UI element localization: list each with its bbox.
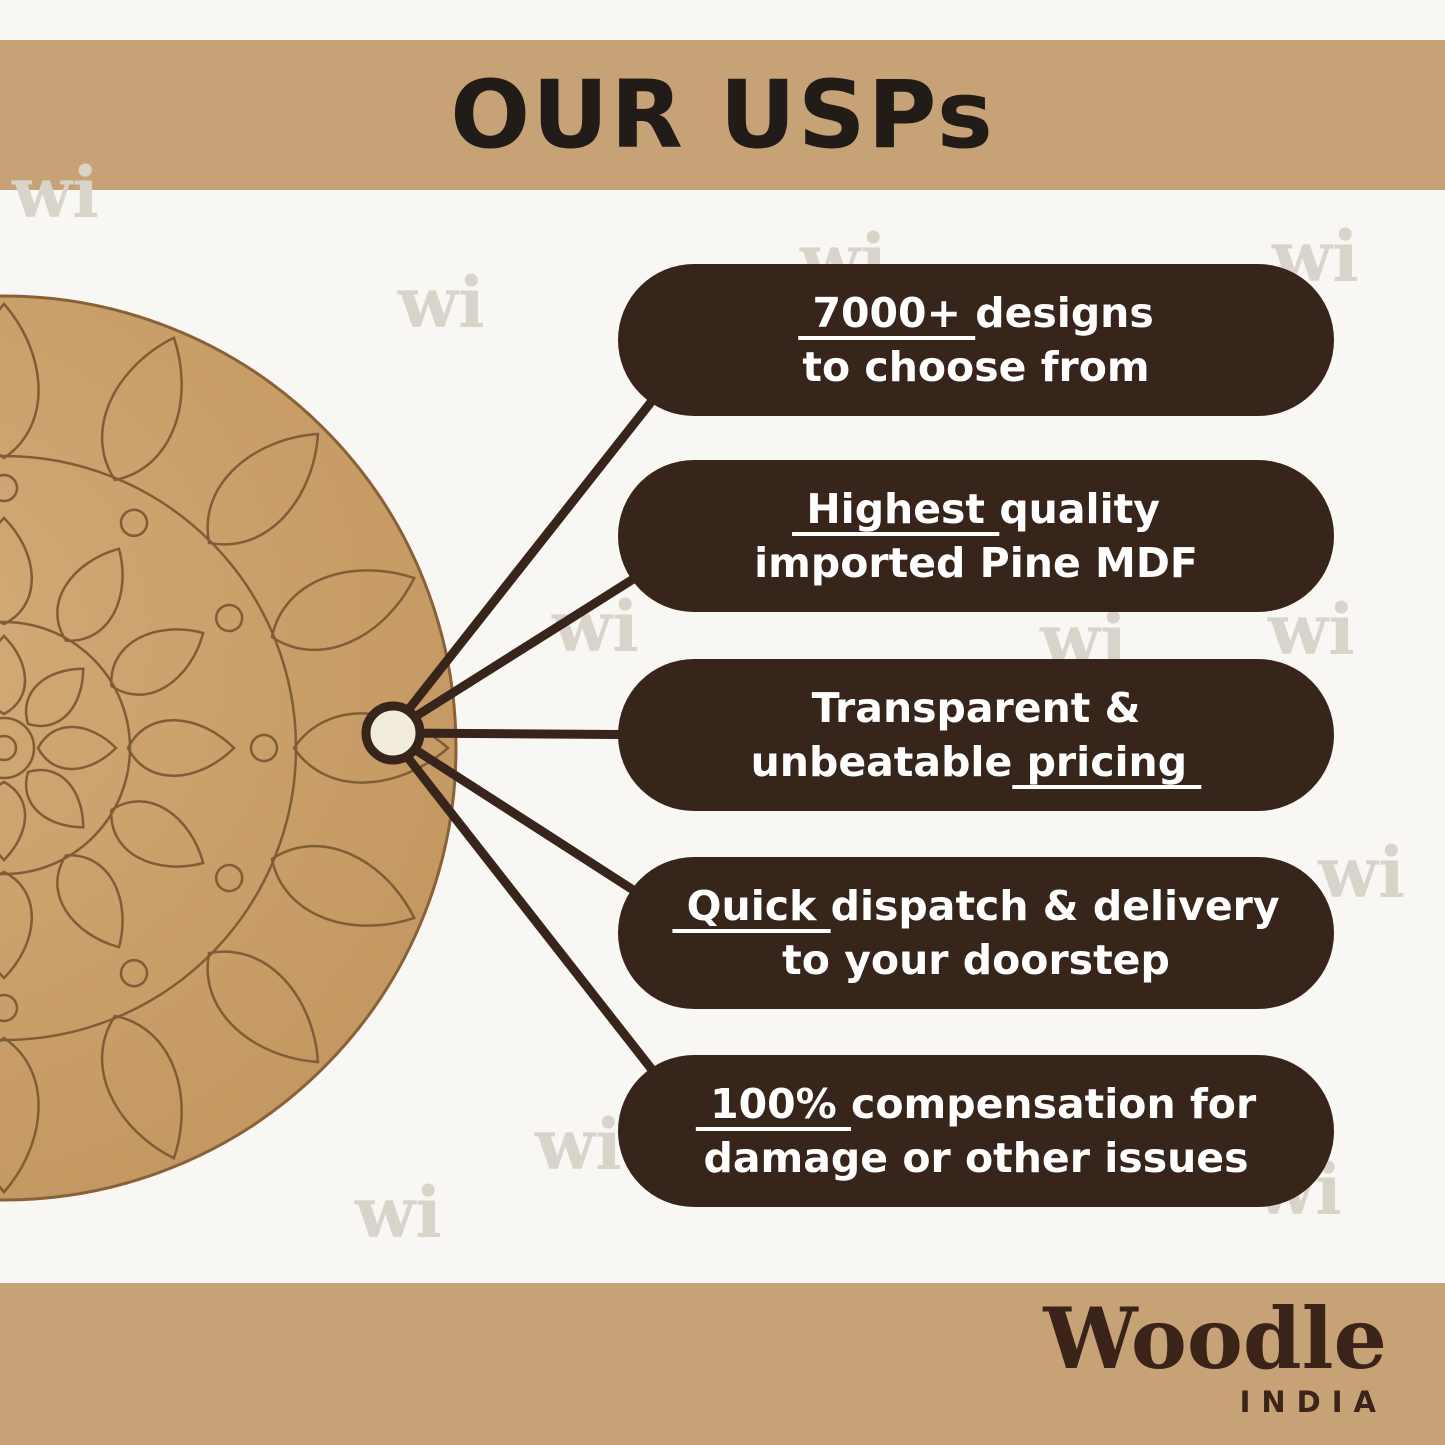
mandala-mdf-board	[0, 294, 458, 1202]
brand-logo: Woodle INDIA	[1043, 1289, 1387, 1420]
usp-line: imported Pine MDF	[754, 536, 1198, 590]
usp-line: Transparent &	[812, 681, 1141, 735]
usp-line: unbeatable pricing	[751, 735, 1202, 789]
usp-line: Quick dispatch & delivery	[672, 879, 1280, 933]
brand-country: INDIA	[1239, 1385, 1387, 1419]
header-banner: OUR USPs	[0, 40, 1445, 190]
usp-line: 7000+ designs	[798, 286, 1154, 340]
usp-text: designs	[975, 288, 1154, 337]
usp-line: to your doorstep	[782, 933, 1170, 987]
usp-text: to your doorstep	[782, 936, 1170, 984]
usp-line: 100% compensation for	[696, 1077, 1256, 1131]
usp-text: quality	[999, 484, 1160, 533]
usp-text: Transparent &	[811, 683, 1141, 732]
usp-pill-delivery: Quick dispatch & delivery to your doorst…	[618, 857, 1334, 1009]
watermark: wi	[12, 151, 99, 234]
usp-text-underlined: 100%	[695, 1079, 852, 1128]
watermark: wi	[355, 1171, 442, 1254]
usp-line: to choose from	[802, 340, 1149, 394]
usp-text-underlined: pricing	[1012, 738, 1202, 786]
footer-banner: Woodle INDIA	[0, 1283, 1445, 1445]
usp-pill-pricing: Transparent & unbeatable pricing	[618, 659, 1334, 811]
brand-name: Woodle	[1043, 1289, 1387, 1388]
usp-text: imported Pine MDF	[754, 539, 1198, 587]
page-title: OUR USPs	[450, 60, 995, 170]
usp-line: damage or other issues	[703, 1131, 1248, 1185]
usp-pill-designs: 7000+ designs to choose from	[618, 264, 1334, 416]
usp-pill-quality: Highest quality imported Pine MDF	[618, 460, 1334, 612]
usp-line: Highest quality	[792, 482, 1160, 536]
usp-text: compensation for	[851, 1079, 1257, 1128]
usp-text: to choose from	[802, 343, 1150, 391]
watermark: wi	[398, 261, 485, 344]
watermark: wi	[1318, 831, 1405, 914]
watermark: wi	[535, 1103, 622, 1186]
usp-text: unbeatable	[750, 738, 1013, 786]
usp-pill-compensation: 100% compensation for damage or other is…	[618, 1055, 1334, 1207]
usp-text-underlined: Quick	[672, 881, 831, 930]
watermark: wi	[552, 585, 639, 668]
usp-text: dispatch & delivery	[830, 881, 1280, 930]
usp-text-underlined: Highest	[792, 484, 1000, 533]
usp-text: damage or other issues	[703, 1134, 1249, 1182]
usp-text-underlined: 7000+	[798, 288, 976, 337]
